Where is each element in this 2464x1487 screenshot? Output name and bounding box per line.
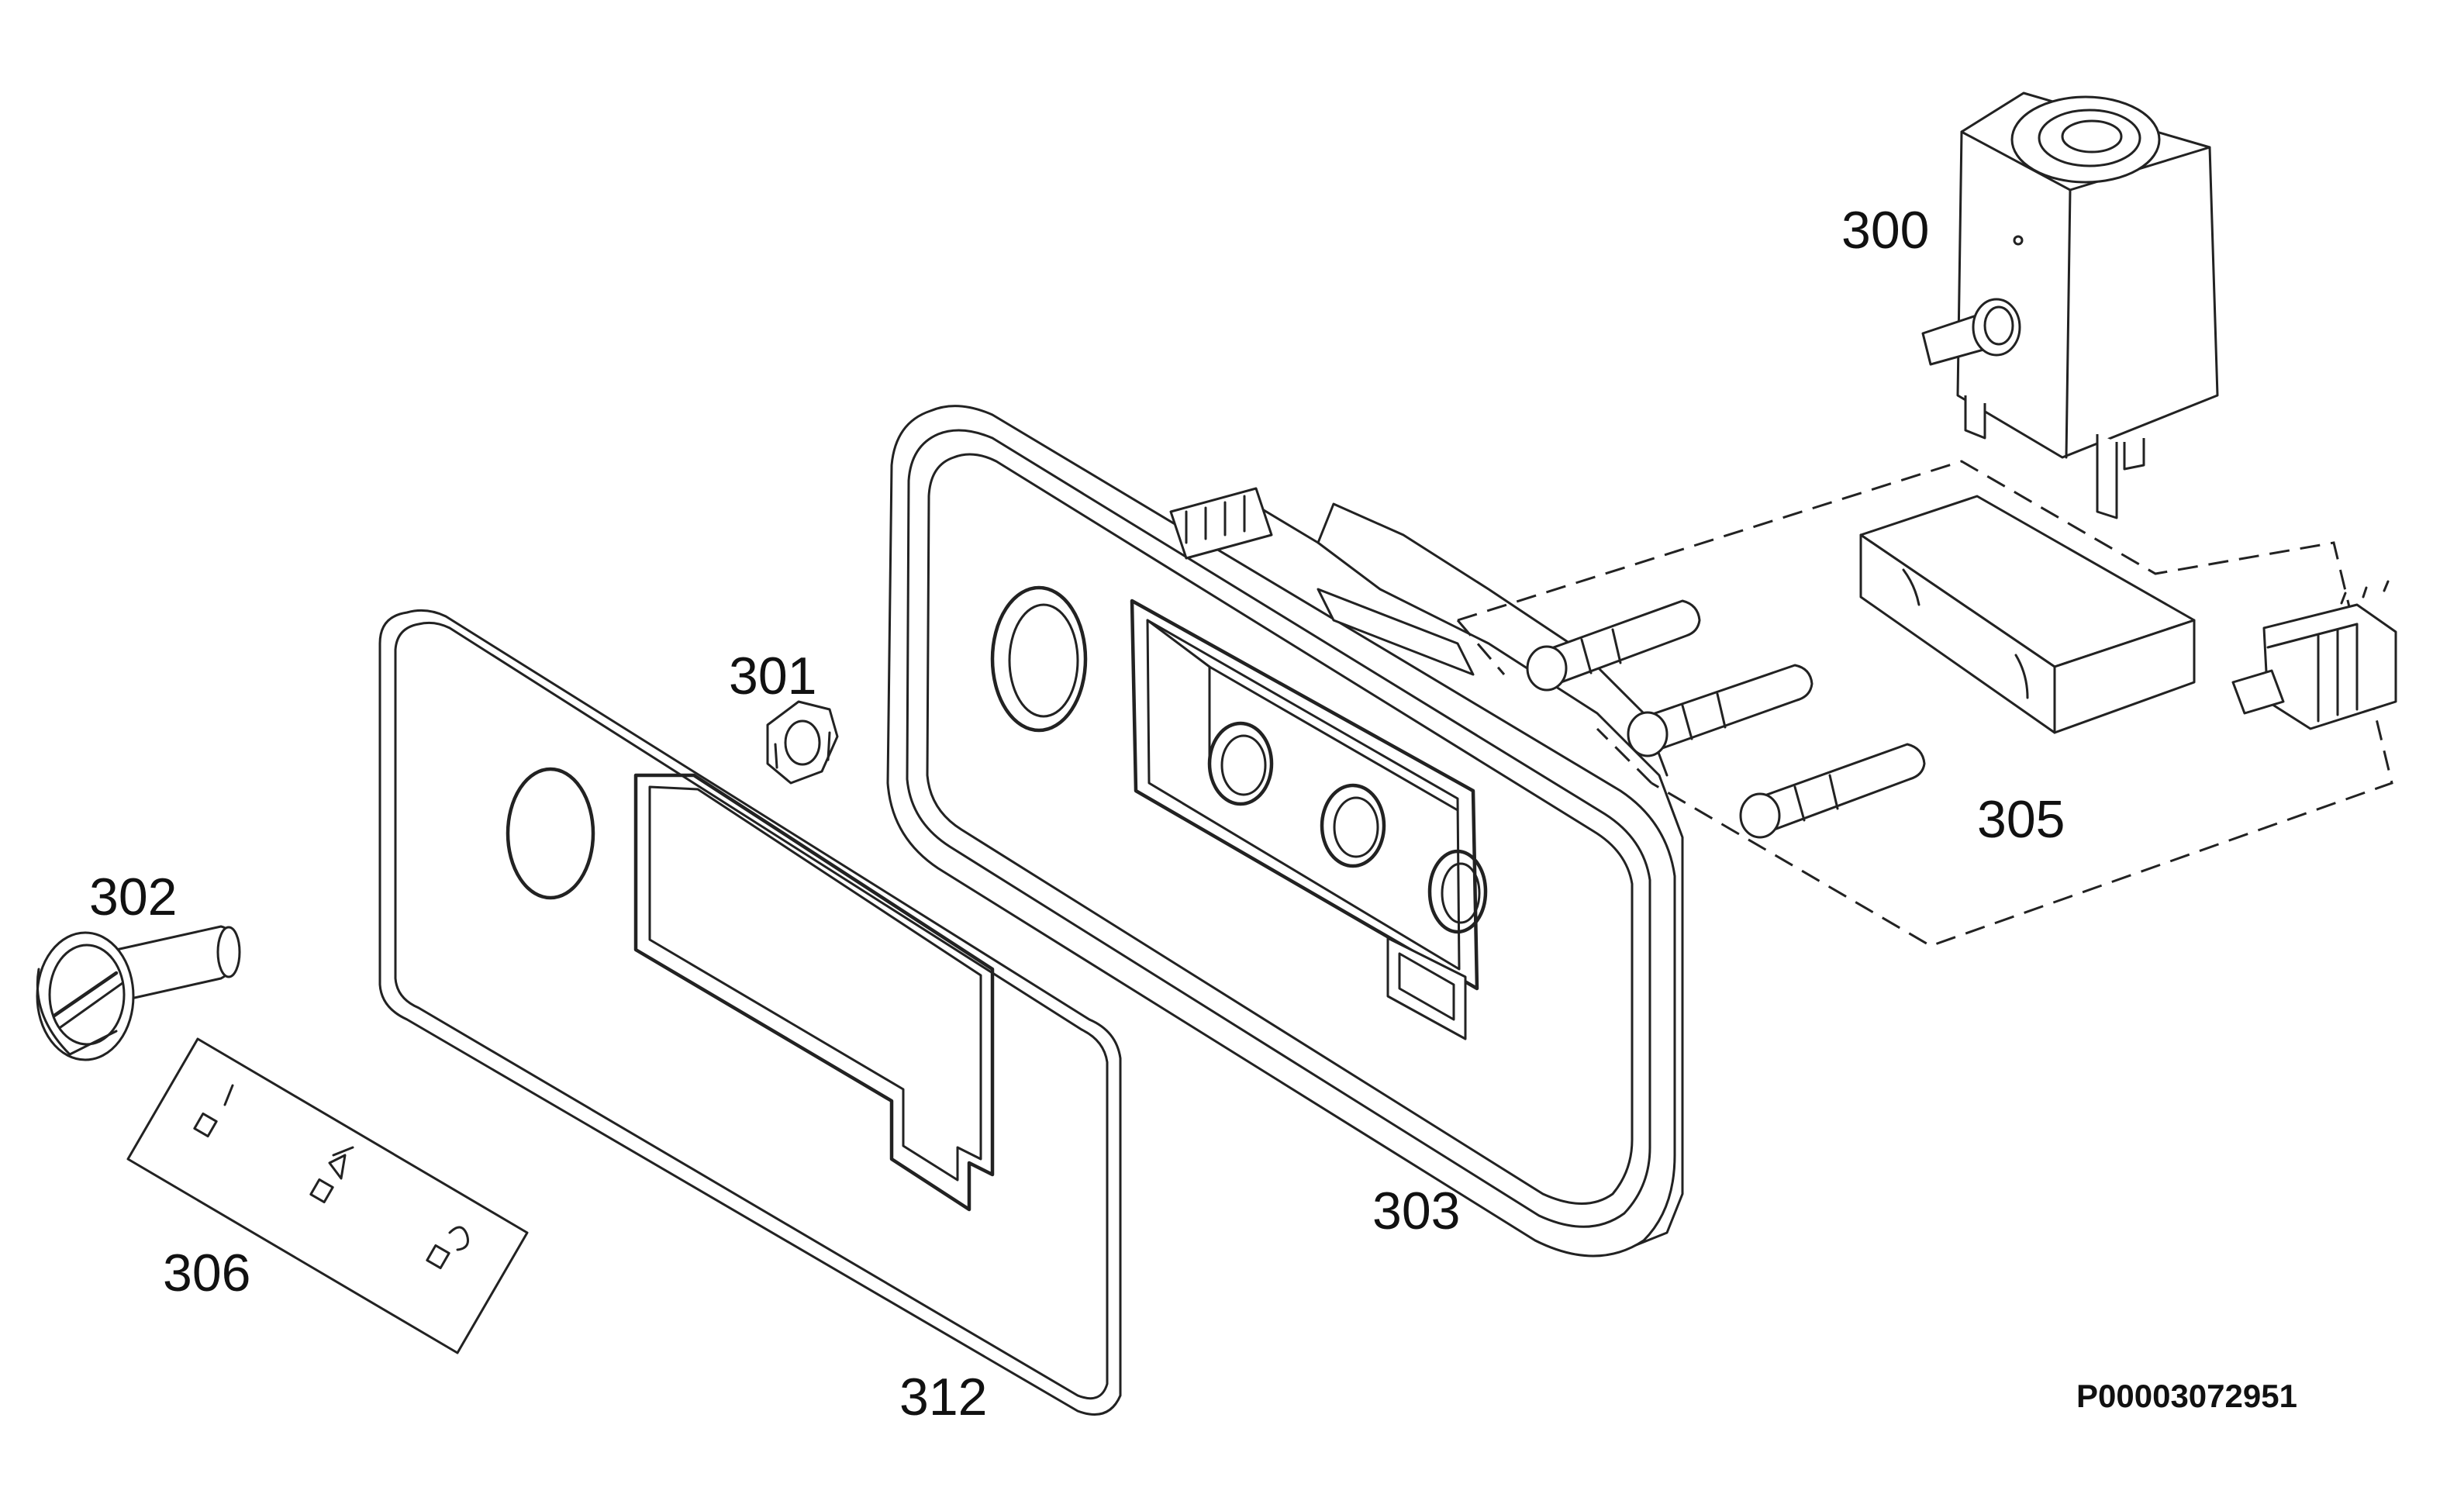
label-306: 306: [163, 1244, 250, 1302]
part-306-label-strip: [126, 1037, 529, 1354]
label-302: 302: [89, 868, 177, 926]
part-305-dashed-group: [1456, 460, 2393, 947]
part-312-gasket-plate: [378, 609, 1122, 1416]
part-302-knob: [36, 925, 241, 1061]
label-312: 312: [899, 1368, 987, 1427]
label-301: 301: [729, 647, 816, 706]
part-305-block: [1859, 495, 2196, 734]
label-303: 303: [1372, 1182, 1460, 1240]
part-305-pins: [1526, 599, 1926, 839]
part-301-nut: [766, 700, 839, 785]
part-300-solenoid-valve: [1921, 91, 2219, 519]
label-300: 300: [1841, 201, 1929, 260]
reference-code: P00003072951: [2076, 1378, 2297, 1414]
part-305-switch: [2231, 580, 2397, 730]
part-303-control-panel: [886, 405, 1684, 1258]
label-305: 305: [1977, 790, 2065, 849]
